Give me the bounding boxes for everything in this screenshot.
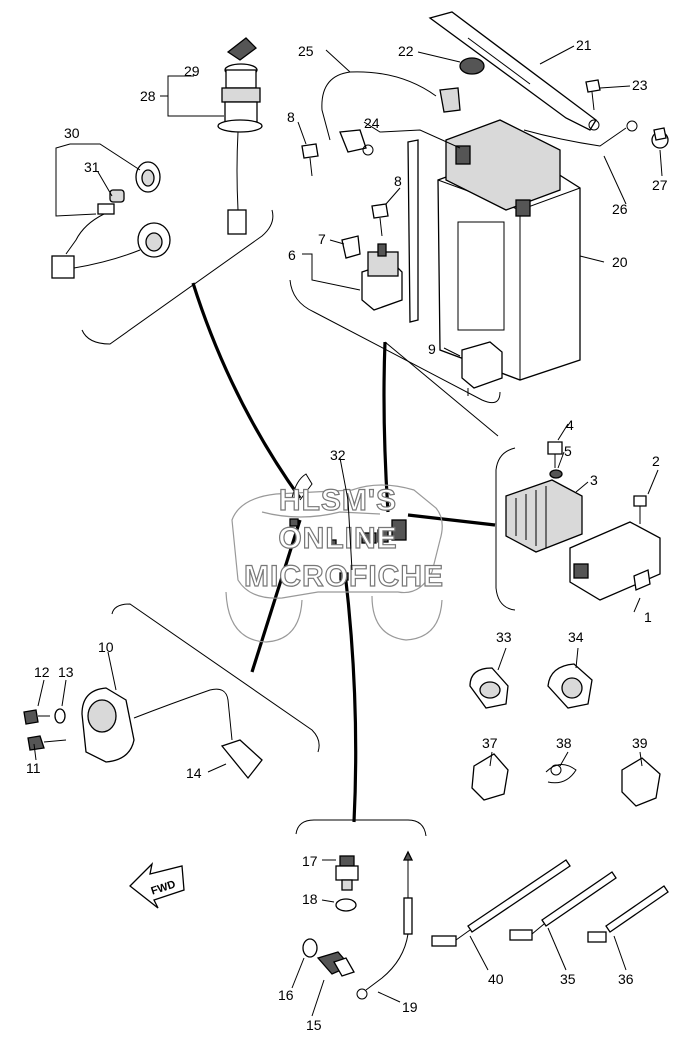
clamp-icon-34 <box>547 663 593 709</box>
starter-relay-icon <box>361 243 403 311</box>
breather-pipe-icon <box>407 139 419 323</box>
callout-8b: 8 <box>394 173 402 189</box>
fwd-arrow-icon: FWD <box>129 862 185 909</box>
cdi-unit-icon <box>569 521 661 601</box>
cable-tie-icon-40 <box>431 859 571 947</box>
relay-unit-icon <box>461 341 503 396</box>
callout-30: 30 <box>64 125 80 141</box>
callout-24: 24 <box>364 115 380 131</box>
fuse-icon <box>341 235 361 259</box>
battery-cable-icon <box>321 71 461 156</box>
nut-icon-11 <box>27 735 67 751</box>
group-bracket-battery <box>289 279 501 404</box>
watermark-line-3: MICROFICHE <box>244 560 444 593</box>
callout-26: 26 <box>612 201 628 217</box>
callout-32: 32 <box>330 447 346 463</box>
washer-icon-5 <box>549 469 563 479</box>
group-bracket-ignition-coil <box>111 603 320 753</box>
relay-bolt-icon-a <box>301 143 319 177</box>
callout-6: 6 <box>288 247 296 263</box>
callout-39: 39 <box>632 735 648 751</box>
callout-15: 15 <box>306 1017 322 1033</box>
bolt-icon-2 <box>633 495 647 524</box>
bolt-icon-4 <box>547 441 563 468</box>
leader-ignition-coil <box>250 519 302 673</box>
callout-31: 31 <box>84 159 100 175</box>
callout-11: 11 <box>26 760 41 776</box>
callout-18: 18 <box>302 891 318 907</box>
leader-battery <box>382 341 390 513</box>
callout-1: 1 <box>644 609 652 625</box>
watermark-line-2: ONLINE <box>278 522 397 555</box>
callout-5: 5 <box>564 443 572 459</box>
group-bracket-rectifier <box>495 447 516 611</box>
lighting-connector-icon <box>51 161 171 279</box>
callout-28: 28 <box>140 88 156 104</box>
callout-9: 9 <box>428 341 436 357</box>
leader-sensors <box>343 571 358 823</box>
leader-main-switch <box>191 282 302 499</box>
callout-35: 35 <box>560 971 576 987</box>
callout-38: 38 <box>556 735 572 751</box>
cable-tie-icon-36 <box>587 885 669 943</box>
callout-3: 3 <box>590 472 598 488</box>
callout-8a: 8 <box>287 109 295 125</box>
battery-icon <box>437 119 581 381</box>
clamp-icon-33 <box>469 667 509 709</box>
callout-4: 4 <box>566 417 574 433</box>
watermark-line-1: HLSM'S <box>279 484 397 517</box>
callout-13: 13 <box>58 664 74 680</box>
group-bracket-main-switch <box>81 209 274 345</box>
callout-16: 16 <box>278 987 294 1003</box>
callout-29: 29 <box>184 63 200 79</box>
callout-17: 17 <box>302 853 318 869</box>
group-bracket-sensors <box>295 819 427 837</box>
callout-7: 7 <box>318 231 326 247</box>
callout-33: 33 <box>496 629 512 645</box>
callout-12: 12 <box>34 664 50 680</box>
callout-19: 19 <box>402 999 418 1015</box>
washer-icon-13 <box>54 708 66 724</box>
main-switch-icon <box>217 37 263 235</box>
neutral-switch-icon <box>316 951 355 977</box>
callout-10: 10 <box>98 639 114 655</box>
battery-bolt-icon <box>585 79 601 111</box>
callout-21: 21 <box>576 37 592 53</box>
atv-outline <box>225 473 443 643</box>
callout-23: 23 <box>632 77 648 93</box>
ignition-coil-icon <box>81 687 263 780</box>
callout-leaders <box>33 45 663 1017</box>
callout-36: 36 <box>618 971 634 987</box>
callout-25: 25 <box>298 43 314 59</box>
battery-cap-icon <box>459 57 485 75</box>
callout-22: 22 <box>398 43 414 59</box>
thermo-switch-icon <box>335 855 359 891</box>
callout-27: 27 <box>652 177 668 193</box>
leader-battery-diag <box>384 341 499 437</box>
relay-bolt-icon-b <box>371 203 389 237</box>
callout-2: 2 <box>652 453 660 469</box>
battery-band-icon <box>428 11 600 131</box>
bolt-icon-12 <box>23 709 50 725</box>
lead-wire-icon <box>356 850 414 1000</box>
callout-labels: 1 2 3 4 5 6 7 8 8 9 10 11 12 13 14 15 16… <box>26 37 668 1033</box>
negative-cable-icon <box>523 120 638 147</box>
gasket-icon-18 <box>335 898 357 912</box>
callout-37: 37 <box>482 735 498 751</box>
leader-rectifier <box>407 513 496 527</box>
callout-40: 40 <box>488 971 504 987</box>
callout-20: 20 <box>612 254 628 270</box>
callout-14: 14 <box>186 765 202 781</box>
clamp-icon-37 <box>471 753 509 801</box>
gasket-icon-16 <box>302 938 318 958</box>
rectifier-regulator-icon <box>505 479 583 553</box>
cable-tie-icon-35 <box>509 871 617 941</box>
clamp-icon-38 <box>545 764 577 784</box>
callout-34: 34 <box>568 629 584 645</box>
grommet-icon <box>651 127 669 149</box>
clamp-icon-39 <box>621 757 661 807</box>
